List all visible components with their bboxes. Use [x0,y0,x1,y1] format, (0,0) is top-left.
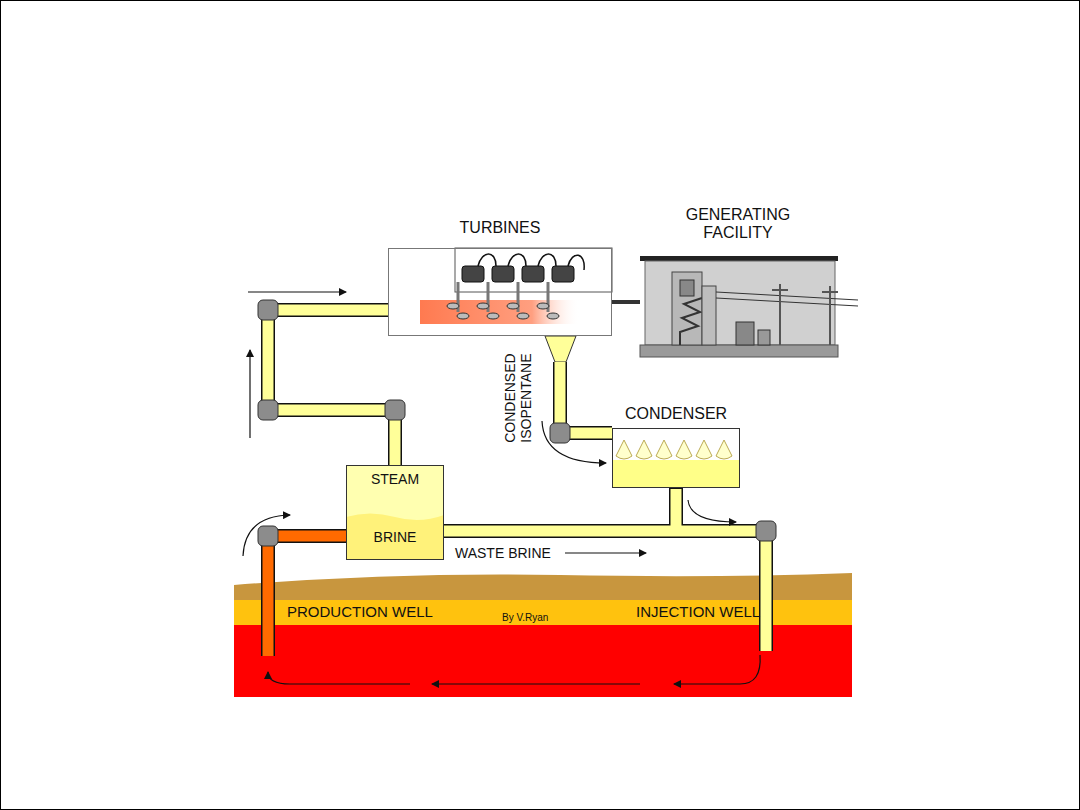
isopentane-label: CONDENSED ISOPENTANE [502,348,534,448]
generating-facility: GENERATING FACILITY [640,258,838,358]
condenser-box: CONDENSER [612,428,740,488]
turbine-box: TURBINES [388,248,612,336]
flow-arrows [243,350,760,684]
separator-tank: STEAM BRINE [346,465,444,560]
building [640,256,858,357]
pipe-connector [248,292,405,465]
pipe-connector [542,362,612,463]
waste-brine-pipe [444,488,776,651]
well-label: PRODUCTION WELL [287,603,433,620]
brine-label: BRINE [374,529,417,545]
condenser-heading: CONDENSER [625,405,727,423]
shaft-connector [612,302,640,303]
production-well-pipe [258,526,346,656]
turbine-house [388,248,612,362]
condenser-interior [612,440,740,488]
separator-fill [346,465,444,560]
facility-heading: GENERATING FACILITY [668,206,808,243]
credit-label: By V.Ryan [502,612,548,624]
turbine-heading: TURBINES [460,219,541,237]
steam-label: STEAM [371,471,419,487]
well-label: INJECTION WELL [636,603,760,620]
waste-brine-label: WASTE BRINE [455,545,551,561]
